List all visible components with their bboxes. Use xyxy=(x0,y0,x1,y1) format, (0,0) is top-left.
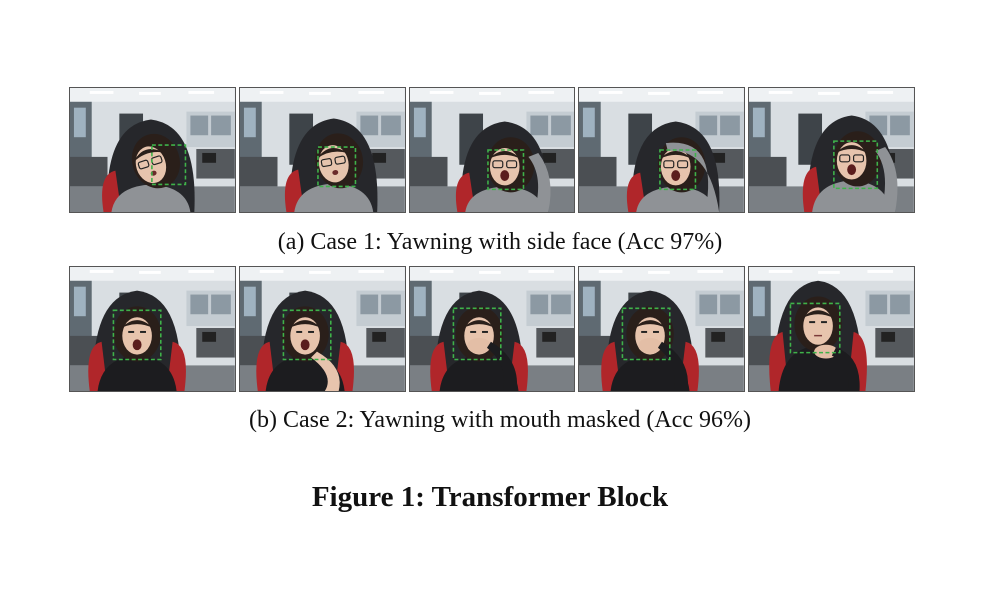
case2-image-strip xyxy=(69,266,915,392)
face-detection-box xyxy=(452,307,502,361)
photo-scene xyxy=(409,88,575,212)
photo-scene xyxy=(579,267,745,391)
face-detection-box xyxy=(622,307,671,361)
photo-scene xyxy=(239,267,405,391)
case1-image-strip xyxy=(69,87,915,213)
photo-scene xyxy=(579,88,745,212)
face-detection-box xyxy=(833,140,879,190)
photo-scene xyxy=(70,88,235,212)
case2-frame-2 xyxy=(238,266,406,392)
face-detection-box xyxy=(112,309,162,361)
photo-scene xyxy=(239,88,405,212)
case1-caption: (a) Case 1: Yawning with side face (Acc … xyxy=(277,229,723,255)
figure-title: Figure 1: Transformer Block xyxy=(311,481,669,513)
case2-frame-1 xyxy=(69,266,236,392)
case2-caption: (b) Case 2: Yawning with mouth masked (A… xyxy=(249,407,751,433)
case2-frame-5 xyxy=(748,266,915,392)
face-detection-box xyxy=(659,149,697,191)
case1-frame-3 xyxy=(408,87,576,213)
case1-frame-5 xyxy=(748,87,915,213)
face-detection-box xyxy=(282,309,332,361)
case1-frame-4 xyxy=(578,87,746,213)
photo-scene xyxy=(749,88,914,212)
case2-frame-4 xyxy=(578,266,746,392)
case1-frame-1 xyxy=(69,87,236,213)
photo-scene xyxy=(70,267,235,391)
photo-scene xyxy=(749,267,914,391)
face-detection-box xyxy=(789,302,841,354)
case1-frame-2 xyxy=(238,87,406,213)
case2-frame-3 xyxy=(408,266,576,392)
face-detection-box xyxy=(486,149,524,191)
photo-scene xyxy=(409,267,575,391)
